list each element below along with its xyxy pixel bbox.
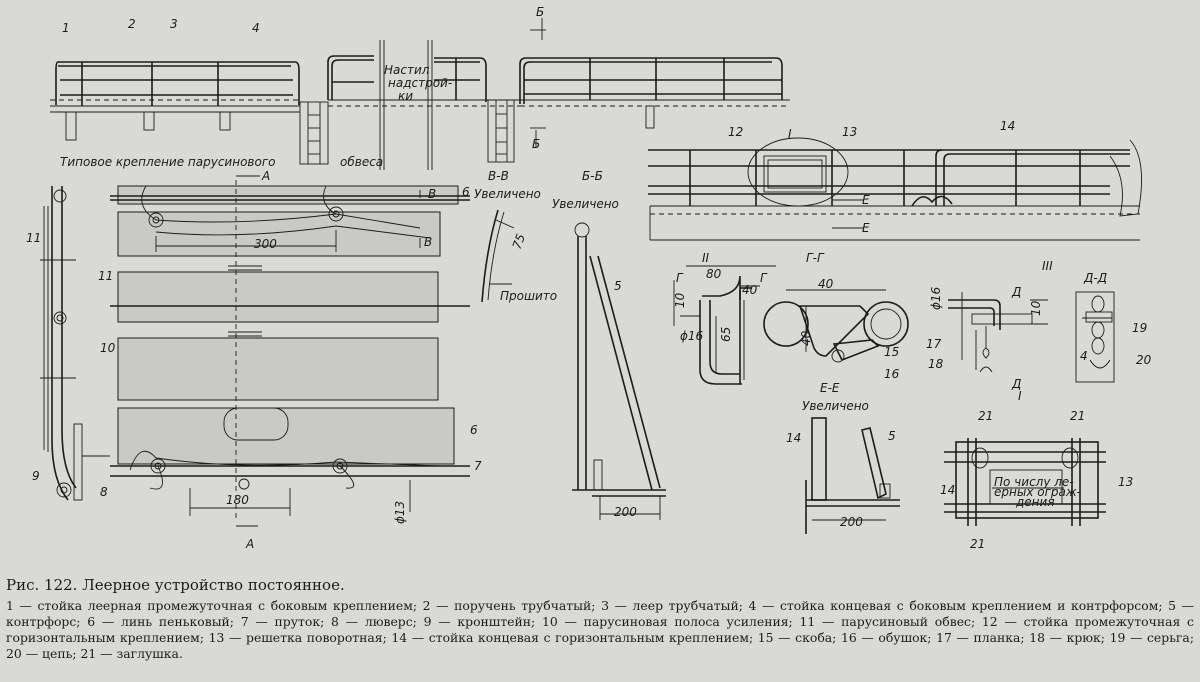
cut-e-bottom: Е (862, 221, 870, 235)
callout-13-top: 13 (842, 125, 857, 139)
callout-11-center: 11 (98, 269, 113, 283)
callout-21-right: 21 (1070, 409, 1085, 423)
dim-200-bb: 200 (614, 505, 637, 519)
label-po-chislu-3: дения (1015, 495, 1055, 509)
railing-drawing: Настил надстрой- ки Типовое крепление па… (26, 5, 1152, 551)
dim-75: 75 (510, 232, 528, 251)
label-section-bb: Б-Б (582, 169, 603, 183)
callout-18: 18 (928, 357, 944, 371)
section-g-g (763, 289, 909, 363)
callout-15: 15 (884, 345, 899, 359)
callout-10: 10 (100, 341, 116, 355)
dim-40-ii: 40 (742, 283, 758, 297)
callout-6-bottom: 6 (470, 423, 478, 437)
caption-title: Рис. 122. Леерное устройство постоянное. (6, 576, 345, 594)
detail-III (948, 291, 1115, 383)
caption-legend: 1 — стойка леерная промежуточная с боков… (6, 598, 1194, 661)
cut-b-top: Б (536, 5, 544, 19)
cut-d-top: Д (1011, 285, 1021, 299)
railing-with-grate (648, 137, 1143, 241)
dim-180: 180 (226, 493, 249, 507)
label-ki: ки (398, 89, 413, 103)
railing-elevation-right (519, 18, 790, 148)
label-nastil: Настил (384, 63, 430, 77)
label-uvelicheno-ee: Увеличено (802, 399, 869, 413)
callout-14-ee: 14 (786, 431, 801, 445)
label-section-ee: Е-Е (820, 381, 840, 395)
view-I-detail: I (1018, 389, 1022, 403)
cut-e-top: Е (862, 193, 870, 207)
detail-I (944, 438, 1106, 526)
callout-14-detail: 14 (940, 483, 955, 497)
callout-5-bb: 5 (614, 279, 622, 293)
callout-19: 19 (1132, 321, 1147, 335)
dim-10-ii: 10 (673, 292, 687, 308)
label-section-gg: Г-Г (806, 251, 825, 265)
dim-16-ii: ϕ16 (680, 329, 704, 343)
callout-1: 1 (62, 21, 70, 35)
callout-11-left: 11 (26, 231, 41, 245)
dim-40-gg-top: 40 (818, 277, 834, 291)
dim-200-ee: 200 (840, 515, 863, 529)
cut-v-bottom: В (424, 235, 432, 249)
callout-2: 2 (128, 17, 136, 31)
view-I-top: I (788, 127, 792, 141)
label-obvesa: обвеса (340, 155, 383, 169)
view-II: II (702, 251, 710, 265)
dim-16-iii: ϕ16 (929, 286, 943, 310)
dim-13: ϕ13 (393, 501, 407, 524)
detail-II (673, 265, 776, 385)
label-section-dd: Д-Д (1083, 271, 1107, 285)
cut-g-right: Г (760, 271, 768, 285)
callout-20: 20 (1136, 353, 1152, 367)
callout-16: 16 (884, 367, 900, 381)
section-e-e (805, 417, 900, 534)
dim-65: 65 (719, 327, 733, 342)
canvas-fastening-plan (110, 175, 470, 527)
stanchion-side-view (40, 186, 110, 501)
dim-40-gg-side: 40 (799, 330, 813, 346)
callout-17: 17 (926, 337, 942, 351)
label-uvelicheno-bb: Увеличено (552, 197, 619, 211)
cut-b-bottom: Б (532, 137, 540, 151)
section-v-v (481, 209, 515, 303)
callout-7: 7 (474, 459, 482, 473)
callout-14-top: 14 (1000, 119, 1015, 133)
callout-4: 4 (252, 21, 260, 35)
callout-21-left: 21 (978, 409, 993, 423)
label-tipovoe: Типовое крепление парусинового (60, 155, 275, 169)
callout-12: 12 (728, 125, 743, 139)
cut-v-top: В (428, 187, 436, 201)
label-proshito: Прошито (500, 289, 557, 303)
view-III: III (1042, 259, 1053, 273)
railing-elevation-middle (327, 40, 520, 170)
label-section-vv: В-В (488, 169, 509, 183)
drawing-text: Настил надстрой- ки Типовое крепление па… (26, 5, 1152, 551)
callout-9: 9 (32, 469, 40, 483)
cut-a-top: А (261, 169, 270, 183)
cut-d-bottom: Д (1011, 377, 1021, 391)
dim-80: 80 (706, 267, 722, 281)
section-b-b (572, 222, 666, 520)
dim-4: 4 (1080, 349, 1088, 363)
railing-elevation-left (50, 61, 329, 165)
callout-21-bottom: 21 (970, 537, 985, 551)
figure-caption: Рис. 122. Леерное устройство постоянное.… (6, 576, 1194, 662)
callout-5-ee: 5 (888, 429, 896, 443)
callout-13-detail: 13 (1118, 475, 1133, 489)
cut-a-bottom: А (245, 537, 254, 551)
label-po-chislu-2: ерных ограж- (994, 485, 1081, 499)
label-po-chislu-1: По числу ле- (994, 475, 1074, 489)
dim-300: 300 (254, 237, 277, 251)
dim-10-iii: 10 (1029, 300, 1043, 316)
label-nadstroyki: надстрой- (388, 76, 452, 90)
callout-3: 3 (170, 17, 178, 31)
cut-g-left: Г (676, 271, 684, 285)
label-uvelicheno-vv: Увеличено (474, 187, 541, 201)
callout-8: 8 (100, 485, 108, 499)
callout-6-top: 6 (462, 185, 470, 199)
